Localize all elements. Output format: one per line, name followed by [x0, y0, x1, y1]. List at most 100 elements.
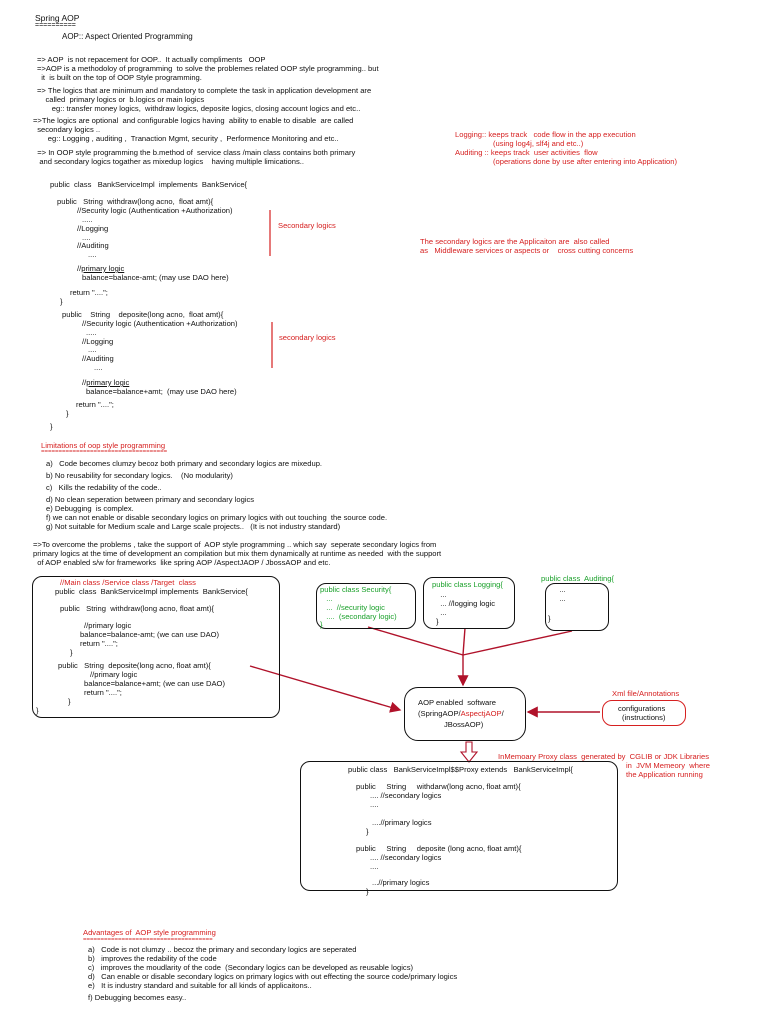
intro-line: eg:: transfer money logics, withdraw log… — [37, 104, 361, 113]
code-line: public String deposite(long acno, float … — [58, 661, 211, 670]
primary-logic-label: primary logic — [81, 264, 125, 273]
intro-line: =>AOP is a methodoloy of programming to … — [37, 64, 379, 73]
advantages-title: Advantages of AOP style programming — [83, 928, 216, 937]
code-line: return "...."; — [80, 639, 118, 648]
note-line: Logging:: keeps track code flow in the a… — [455, 130, 636, 139]
code-line: ... — [322, 594, 333, 603]
proxy-class-box — [300, 761, 618, 891]
intro-line: secondary logics .. — [33, 125, 101, 134]
intro-line: eg:: Logging , auditing , Tranaction Mgm… — [33, 134, 339, 143]
code-line: public String withdraw(long acno, float … — [57, 197, 214, 206]
code-line: public String deposite(long acno, float … — [62, 310, 224, 319]
note-line: the Application running — [626, 770, 703, 779]
code-line: public class BankServiceImpl implements … — [50, 180, 248, 189]
note-line: InMemoary Proxy class generated by CGLIB… — [498, 752, 710, 761]
note-line: (operations done by use after entering i… — [455, 157, 678, 166]
code-line: //primary logic — [77, 264, 124, 274]
code-line: ....//primary logics — [372, 818, 432, 827]
aop-line: JBossAOP) — [444, 720, 484, 729]
auditing-aspect-box — [545, 583, 609, 631]
code-line: } — [366, 887, 369, 896]
code-line: } — [70, 648, 73, 657]
config-line: configurations — [618, 704, 666, 713]
code-line: .... //secondary logics — [370, 853, 442, 862]
code-line: .... — [88, 345, 97, 354]
logging-aspect-box — [423, 577, 515, 629]
code-line: } — [60, 297, 63, 306]
note-line: in JVM Memeory where — [626, 761, 710, 770]
intro-line: => The logics that are minimum and manda… — [37, 86, 372, 95]
intro-line: =>The logics are optional and configurab… — [33, 116, 354, 125]
code-line: } — [548, 614, 551, 623]
intro-line: => AOP is not repacement for OOP.. It ac… — [37, 55, 266, 64]
code-line: public class Auditing{ — [541, 574, 615, 583]
code-line: .... — [82, 233, 91, 242]
code-line: //primary logic — [84, 621, 132, 630]
code-line: return "...."; — [70, 288, 108, 297]
aop-slash: / — [501, 709, 504, 718]
code-line: public String withdraw(long acno, float … — [60, 604, 215, 613]
list-item: f) Debugging becomes easy.. — [88, 993, 187, 1002]
arrow-line — [462, 627, 466, 656]
code-line: public String withdarw(long acno, float … — [356, 782, 521, 791]
code-line: } — [320, 620, 323, 629]
code-line: } — [36, 706, 39, 715]
code-line: //Logging — [77, 224, 109, 233]
code-line: balance=balance-amt; (we can use DAO) — [80, 630, 220, 639]
security-aspect-box — [316, 583, 416, 629]
note-line: The secondary logics are the Applicaiton… — [420, 237, 610, 246]
list-item: a) Code is not clumzy .. becoz the prima… — [88, 945, 357, 954]
code-line: } — [68, 697, 71, 706]
code-line: } — [366, 827, 369, 836]
arrow-line — [462, 630, 573, 656]
code-line: } — [436, 617, 439, 626]
comment-prefix: // — [82, 378, 87, 387]
list-item: g) Not suitable for Medium scale and Lar… — [46, 522, 341, 531]
overcome-line: primary logics at the time of developmen… — [33, 549, 442, 558]
comment-prefix: // — [77, 264, 82, 273]
code-line: public class BankServiceImpl$$Proxy exte… — [348, 765, 573, 774]
config-line: (instructions) — [622, 713, 666, 722]
code-line: balance=balance-amt; (may use DAO here) — [82, 273, 229, 282]
code-line: ... — [436, 608, 447, 617]
limitations-title: Limitations of oop style programming — [41, 441, 166, 450]
page-title: Spring AOP — [35, 13, 80, 23]
down-arrow — [459, 741, 479, 763]
limitations-underline: ==================================== — [41, 449, 168, 455]
aop-line: AOP enabled software — [418, 698, 496, 707]
code-line: public class BankServiceImpl implements … — [55, 587, 248, 596]
list-item: b) No reusability for secondary logics. … — [46, 471, 233, 480]
code-line: } — [66, 409, 69, 418]
code-line: ... //logging logic — [436, 599, 496, 608]
list-item: c) Kills the redability of the code.. — [46, 483, 162, 492]
code-line: //Logging — [82, 337, 114, 346]
list-item: f) we can not enable or disable secondar… — [46, 513, 388, 522]
primary-logic-label: primary logic — [86, 378, 130, 387]
code-line: balance=balance+amt; (may use DAO here) — [86, 387, 237, 396]
secondary-logics-label: Secondary logics — [278, 221, 336, 230]
code-line: .... — [88, 250, 97, 259]
arrow-line — [367, 626, 464, 656]
code-line: .... — [370, 862, 379, 871]
code-line: ... — [436, 590, 447, 599]
code-line: //Security logic (Authentication +Author… — [82, 319, 238, 328]
code-line: //Auditing — [82, 354, 114, 363]
secondary-logics-label: secondary logics — [279, 333, 336, 342]
code-line: ... //security logic — [322, 603, 385, 612]
aop-software-box — [404, 687, 526, 741]
code-line: return "...."; — [84, 688, 122, 697]
code-line: public String deposite (long acno, float… — [356, 844, 522, 853]
page-subtitle: AOP:: Aspect Oriented Programming — [62, 32, 193, 41]
code-line: public class Security{ — [320, 585, 392, 594]
code-line: ..... — [82, 215, 93, 224]
code-line: //Security logic (Authentication +Author… — [77, 206, 233, 215]
note-line: (using log4j, slf4j and etc..) — [455, 139, 584, 148]
list-item: d) No clean seperation between primary a… — [46, 495, 255, 504]
intro-line: => In OOP style programming the b.method… — [33, 148, 356, 157]
list-item: e) It is industry standard and suitable … — [88, 981, 312, 990]
code-line: } — [50, 422, 53, 431]
code-line: //Auditing — [77, 241, 109, 250]
code-line: .... (secondary logic) — [322, 612, 397, 621]
code-line: //primary logic — [82, 378, 129, 388]
